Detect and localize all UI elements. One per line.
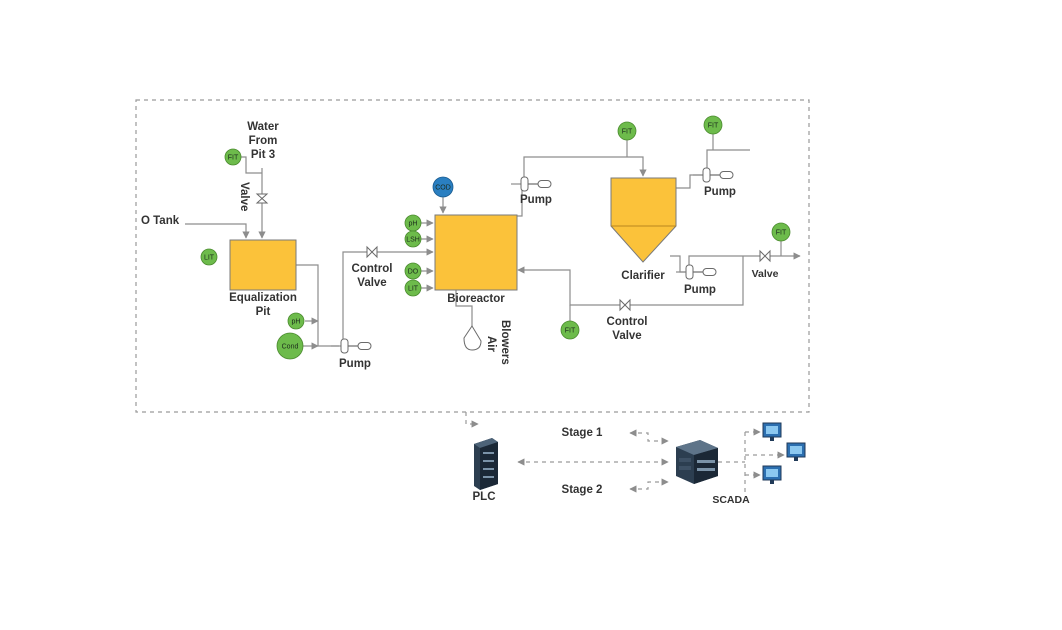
scada-label: SCADA (712, 494, 750, 506)
cod-instrument: COD (432, 176, 454, 198)
monitor-icon[interactable] (786, 442, 806, 461)
svg-text:LIT: LIT (204, 255, 215, 262)
svg-text:Control: Control (607, 316, 648, 328)
svg-text:FIT: FIT (565, 328, 576, 335)
svg-text:Pit 3: Pit 3 (251, 149, 275, 161)
svg-text:FIT: FIT (622, 129, 633, 136)
air-blower-icon (463, 325, 482, 351)
server-icon[interactable] (676, 440, 718, 484)
svg-text:Equalization: Equalization (229, 292, 297, 304)
ph-instrument: pH (287, 312, 305, 330)
fit-instrument: FIT (771, 222, 791, 242)
svg-text:Valve: Valve (612, 330, 641, 342)
water-from-pit-label: Water From Pit 3 (247, 121, 279, 161)
equalization-pit-label: Equalization Pit (229, 292, 297, 318)
valve-icon[interactable] (255, 193, 269, 204)
lit-instrument: LIT (200, 248, 218, 266)
svg-text:Water: Water (247, 121, 279, 133)
fit-instrument: FIT (617, 121, 637, 141)
svg-text:FIT: FIT (776, 230, 787, 237)
pump-label: Pump (339, 358, 371, 370)
ph-instrument: pH (404, 214, 422, 232)
plc-label: PLC (473, 491, 496, 503)
svg-text:FIT: FIT (228, 155, 239, 162)
svg-text:Pit: Pit (256, 306, 271, 318)
bioreactor-tank (434, 214, 518, 291)
pump-icon[interactable] (676, 264, 717, 280)
svg-text:pH: pH (292, 319, 301, 326)
lit-instrument: LIT (404, 279, 422, 297)
conductivity-instrument: Cond (276, 332, 304, 360)
do-instrument: DO (404, 262, 422, 280)
monitor-icon[interactable] (762, 465, 782, 484)
lsh-instrument: LSH (404, 230, 422, 248)
equalization-pit-tank (229, 239, 297, 291)
fit-instrument: FIT (224, 148, 242, 166)
pump-label: Pump (684, 284, 716, 296)
svg-text:Air: Air (485, 336, 497, 353)
network-links (465, 412, 785, 493)
svg-text:From: From (249, 135, 278, 147)
air-blowers-label: Air Blowers (485, 320, 511, 365)
stage-1-label: Stage 1 (562, 427, 604, 439)
pump-label: Pump (704, 186, 736, 198)
bioreactor-label: Bioreactor (447, 293, 505, 305)
svg-text:Valve: Valve (357, 277, 386, 289)
pump-icon[interactable] (331, 338, 372, 354)
svg-text:Blowers: Blowers (499, 320, 511, 365)
server-icon[interactable] (474, 438, 498, 490)
stage-2-label: Stage 2 (562, 484, 603, 496)
pump-icon[interactable] (511, 176, 552, 192)
svg-text:FIT: FIT (708, 123, 719, 130)
valve-icon[interactable] (759, 249, 771, 263)
svg-text:Control: Control (352, 263, 393, 275)
fit-instrument: FIT (703, 115, 723, 135)
pump-label: Pump (520, 194, 552, 206)
pump-icon[interactable] (693, 167, 734, 183)
svg-text:DO: DO (408, 269, 419, 276)
o-tank-label: O Tank (141, 215, 180, 227)
monitor-icon[interactable] (762, 422, 782, 441)
svg-text:LIT: LIT (408, 286, 419, 293)
fit-instrument: FIT (560, 320, 580, 340)
valve-label: Valve (752, 268, 779, 280)
control-valve-label: Control Valve (607, 316, 648, 342)
clarifier-tank (610, 177, 677, 263)
valve-label: Valve (238, 182, 250, 211)
valve-icon[interactable] (366, 245, 378, 259)
valve-icon[interactable] (619, 298, 631, 312)
process-boundary (135, 99, 810, 413)
control-valve-label: Control Valve (352, 263, 393, 289)
svg-text:pH: pH (409, 221, 418, 228)
svg-text:Cond: Cond (282, 344, 299, 351)
svg-text:COD: COD (435, 185, 451, 192)
clarifier-label: Clarifier (621, 270, 665, 282)
svg-text:LSH: LSH (406, 237, 420, 244)
